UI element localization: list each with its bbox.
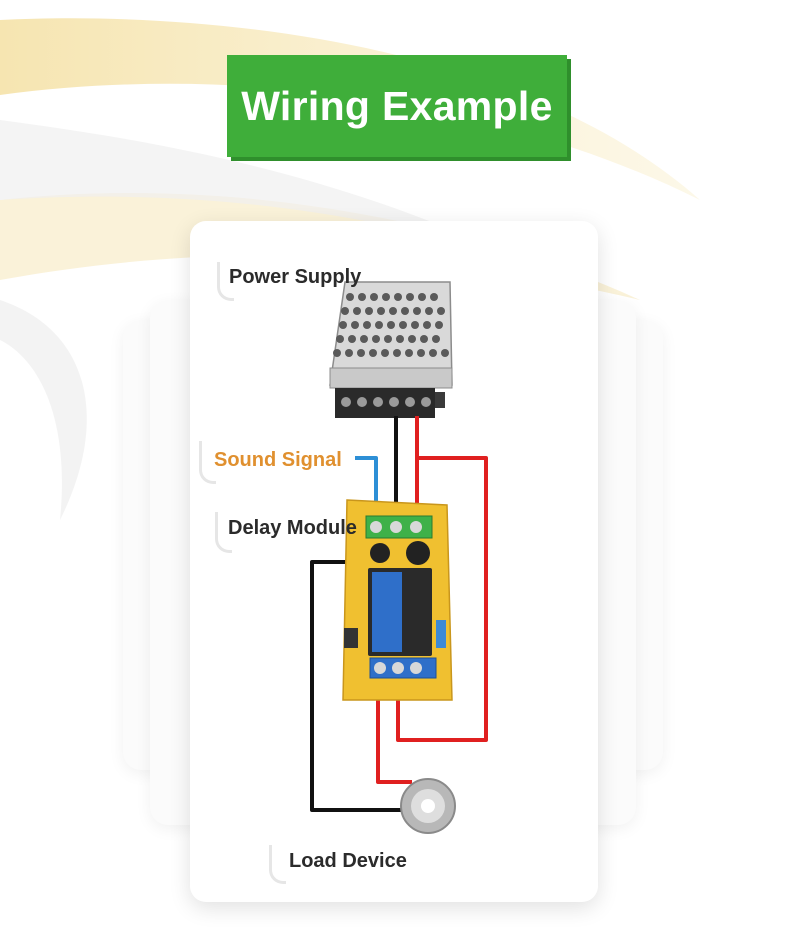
label-delay-module: Delay Module bbox=[228, 517, 357, 539]
label-load-device: Load Device bbox=[289, 850, 407, 872]
relay-module-icon bbox=[342, 499, 453, 701]
label-tab-sound bbox=[199, 441, 216, 484]
label-sound-signal: Sound Signal bbox=[214, 449, 342, 471]
label-tab-delay bbox=[215, 512, 232, 553]
lamp-icon bbox=[400, 778, 456, 834]
power-supply-icon bbox=[329, 281, 453, 418]
load-positive-wire bbox=[376, 676, 412, 784]
supply-to-relay-wire bbox=[396, 456, 488, 742]
label-tab-power bbox=[217, 262, 234, 301]
label-tab-load bbox=[269, 845, 286, 884]
title-banner: Wiring Example bbox=[227, 55, 567, 157]
banner-title: Wiring Example bbox=[241, 82, 553, 129]
label-power-supply: Power Supply bbox=[229, 266, 362, 288]
